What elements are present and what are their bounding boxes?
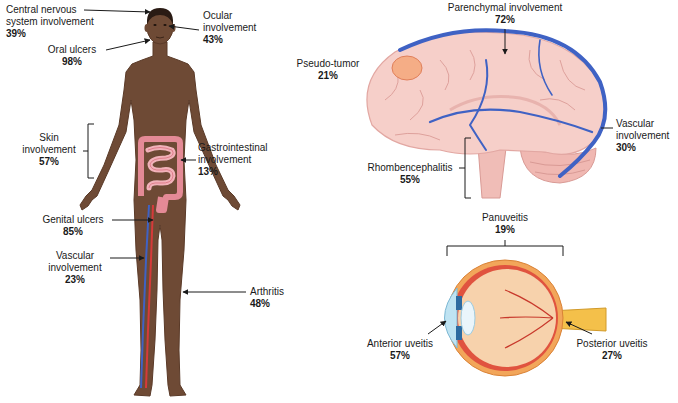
label-group: Gastrointestinal involvement13% — [198, 142, 280, 178]
label-group: Arthritis48% — [250, 286, 310, 310]
label-group: Genital ulcers85% — [36, 214, 110, 238]
label-group: Vascular involvement30% — [616, 118, 674, 154]
leader-arrow — [112, 220, 153, 221]
manifestation-label: Oral ulcers — [40, 44, 104, 56]
manifestation-label: Central nervous system involvement — [6, 4, 101, 28]
manifestation-label: Parenchymal involvement — [435, 2, 575, 14]
percentage-value: 23% — [42, 274, 108, 286]
panuveitis-bracket — [447, 240, 563, 256]
vitreous — [458, 269, 556, 367]
retina — [452, 265, 558, 371]
eye-anatomy — [445, 260, 607, 376]
percentage-value: 27% — [568, 350, 656, 362]
leader-arrow — [110, 258, 144, 259]
vein — [141, 205, 149, 388]
percentage-value: 21% — [294, 70, 362, 82]
manifestation-label: Arthritis — [250, 286, 310, 298]
hair — [147, 8, 173, 24]
manifestation-label: Rhombencephalitis — [362, 162, 458, 174]
percentage-value: 48% — [250, 298, 310, 310]
eye — [153, 24, 156, 26]
percentage-value: 55% — [362, 174, 458, 186]
manifestation-label: Panuveitis — [455, 212, 555, 224]
manifestation-label: Anterior uveitis — [358, 338, 442, 350]
body-silhouette — [80, 42, 240, 396]
manifestation-label: Pseudo-tumor — [294, 58, 362, 70]
label-group: Oral ulcers98% — [40, 44, 104, 68]
label-group: Anterior uveitis57% — [358, 338, 442, 362]
percentage-value: 19% — [455, 224, 555, 236]
manifestation-label: Skin involvement — [18, 132, 80, 156]
pseudo-tumor — [392, 56, 422, 80]
label-group: Skin involvement57% — [18, 132, 80, 168]
leader-arrow — [183, 292, 246, 293]
leader-arrow — [106, 40, 150, 50]
label-group: Rhombencephalitis55% — [362, 162, 458, 186]
leader-arrow — [428, 321, 446, 334]
percentage-value: 72% — [435, 14, 575, 26]
rhomb-bracket — [459, 138, 471, 198]
cerebellum-folds — [530, 160, 590, 175]
eye — [163, 24, 166, 26]
percentage-value: 57% — [18, 156, 80, 168]
manifestation-label: Vascular involvement — [616, 118, 674, 142]
leader-arrow — [505, 29, 506, 54]
leader-line — [601, 128, 613, 129]
ear — [171, 24, 176, 32]
manifestation-label: Posterior uveitis — [568, 338, 656, 350]
percentage-value: 85% — [36, 226, 110, 238]
mouth — [156, 37, 164, 38]
retinal-vessels — [500, 290, 553, 348]
skin-bracket — [83, 124, 94, 178]
label-group: Posterior uveitis27% — [568, 338, 656, 362]
leader-arrow — [84, 10, 150, 12]
label-group: Ocular involvement43% — [203, 10, 269, 46]
ear — [145, 24, 150, 32]
intestines — [141, 139, 180, 210]
manifestation-label: Gastrointestinal involvement — [198, 142, 280, 166]
human-figure — [80, 8, 240, 396]
percentage-value: 98% — [40, 56, 104, 68]
leader-arrow — [181, 160, 196, 161]
cornea — [445, 288, 458, 348]
label-group: Parenchymal involvement72% — [435, 2, 575, 26]
eye-leaders — [428, 240, 592, 334]
percentage-value: 57% — [358, 350, 442, 362]
label-group: Central nervous system involvement39% — [6, 4, 101, 40]
leader-arrow — [169, 26, 199, 30]
lens — [461, 301, 475, 335]
manifestation-label: Ocular involvement — [203, 10, 269, 34]
percentage-value: 43% — [203, 34, 269, 46]
percentage-value: 30% — [616, 142, 674, 154]
label-group: Vascular involvement23% — [42, 250, 108, 286]
manifestation-label: Vascular involvement — [42, 250, 108, 274]
percentage-value: 13% — [198, 166, 280, 178]
brain-vessels — [400, 30, 605, 176]
leader-arrow — [566, 322, 592, 334]
manifestation-label: Genital ulcers — [36, 214, 110, 226]
sclera — [447, 260, 563, 376]
brain-leaders — [459, 29, 613, 198]
label-group: Pseudo-tumor21% — [294, 58, 362, 82]
percentage-value: 39% — [6, 28, 101, 40]
label-group: Panuveitis19% — [455, 212, 555, 236]
